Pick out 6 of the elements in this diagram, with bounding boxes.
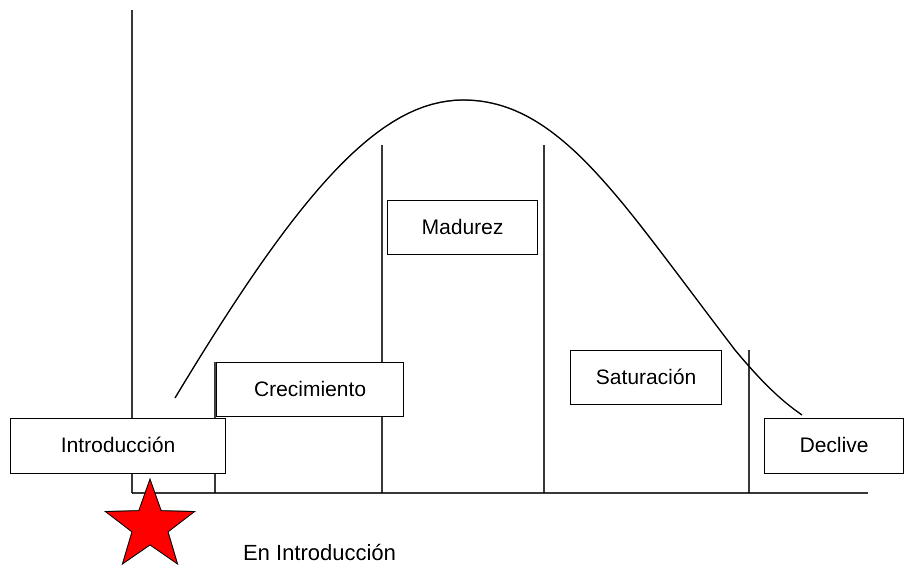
stage-label-box: Introducción [10,418,226,474]
status-note: En Introducción [243,540,396,566]
stage-label-box: Madurez [387,200,538,255]
stage-label-box: Crecimiento [216,362,404,417]
stage-label-box: Saturación [570,350,722,405]
stage-label-box: Declive [764,418,904,474]
